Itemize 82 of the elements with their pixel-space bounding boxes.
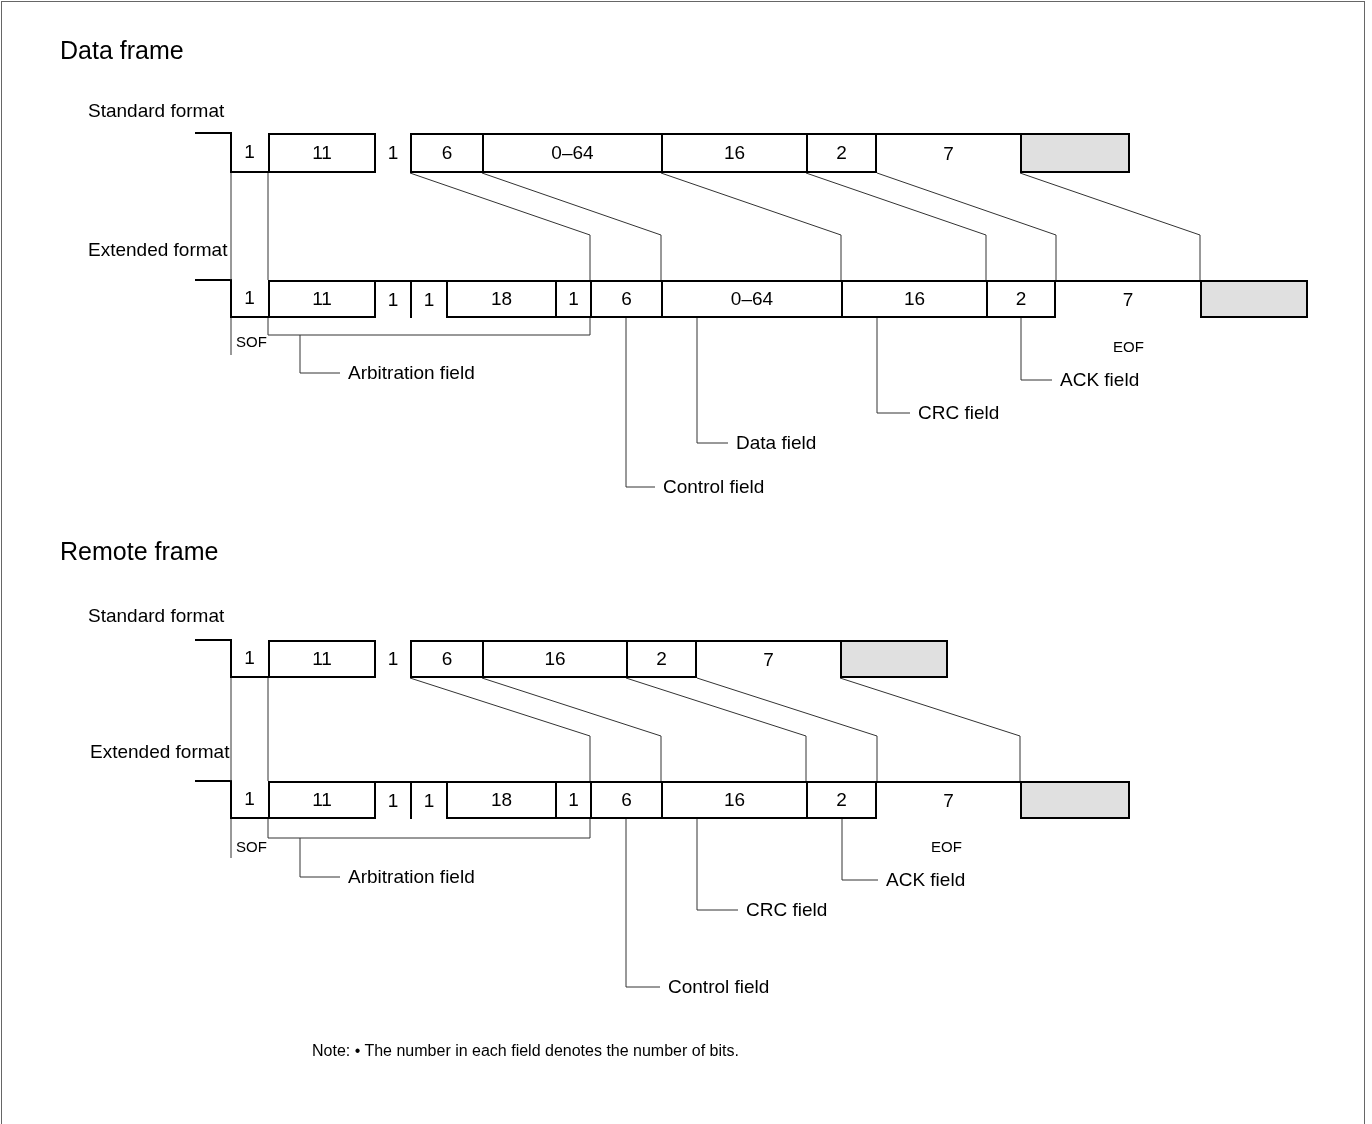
format-label: Extended format <box>90 741 230 763</box>
shaded-box <box>1200 280 1308 318</box>
mapping-line <box>230 677 232 782</box>
note-text: Note: • The number in each field denotes the number of bits. <box>312 1042 739 1060</box>
mapping-line <box>805 172 987 281</box>
bit-count-cell: 6 <box>410 640 482 678</box>
field-abbreviation: SOF <box>236 333 267 350</box>
leader-line <box>299 334 341 374</box>
leader-line <box>299 837 341 878</box>
bit-count-cell: 11 <box>268 133 376 173</box>
leader-line <box>625 317 656 488</box>
bit-count-cell: 1 <box>231 133 268 173</box>
bit-count-cell: 18 <box>446 781 555 819</box>
mapping-line <box>696 677 878 782</box>
bit-count-cell: 1 <box>410 781 446 819</box>
bit-count-cell: 16 <box>841 280 986 318</box>
bit-count-cell: 16 <box>661 781 806 819</box>
bit-count-cell: 1 <box>376 640 410 678</box>
mapping-line <box>839 677 1021 782</box>
bit-count-cell: 1 <box>231 640 268 678</box>
shaded-box <box>1020 133 1130 173</box>
leader-line <box>1020 317 1053 381</box>
field-label: ACK field <box>1052 368 1140 392</box>
mapping-line <box>409 172 591 281</box>
mapping-line <box>267 677 269 782</box>
field-abbreviation: EOF <box>1113 338 1144 355</box>
bit-count-cell: 1 <box>376 133 410 173</box>
bit-count-cell: 11 <box>268 640 376 678</box>
bit-count-cell: 2 <box>986 280 1056 318</box>
bit-count-cell: 1 <box>410 280 446 318</box>
bracket <box>267 818 591 839</box>
bit-count-cell: 1 <box>376 280 410 318</box>
field-abbreviation: EOF <box>931 838 962 855</box>
leader-line <box>841 818 879 881</box>
mapping-line <box>1019 172 1201 281</box>
leader-line <box>876 317 911 414</box>
mapping-line <box>481 172 662 281</box>
leader-line <box>696 317 729 444</box>
bit-count-cell: 16 <box>661 133 806 173</box>
bit-count-cell: 0–64 <box>661 280 841 318</box>
section-heading: Data frame <box>60 36 184 65</box>
format-label: Standard format <box>88 605 225 627</box>
bit-count-cell: 1 <box>555 781 590 819</box>
shaded-box <box>1020 781 1130 819</box>
mapping-line <box>409 677 591 782</box>
bit-count-cell: 1 <box>555 280 590 318</box>
bit-count-cell: 2 <box>626 640 697 678</box>
bit-count-cell: 11 <box>268 280 376 318</box>
mapping-line <box>625 677 807 782</box>
field-label: Control field <box>660 975 770 999</box>
format-label: Extended format <box>88 239 228 261</box>
bit-count-cell: 6 <box>590 280 661 318</box>
bit-count-cell: 2 <box>806 133 877 173</box>
mapping-line <box>230 172 232 281</box>
bit-count-cell: 1 <box>231 280 268 318</box>
mapping-line <box>481 677 662 782</box>
bit-count-cell: 1 <box>231 781 268 819</box>
bit-count-cell: 6 <box>590 781 661 819</box>
format-label: Standard format <box>88 100 225 122</box>
bracket <box>267 317 591 336</box>
bit-count-cell: 0–64 <box>482 133 661 173</box>
section-heading: Remote frame <box>60 537 219 566</box>
field-label: CRC field <box>738 898 828 922</box>
field-label: ACK field <box>878 868 966 892</box>
field-label: Control field <box>655 475 765 499</box>
mapping-line <box>660 172 842 281</box>
field-label: Arbitration field <box>340 361 475 385</box>
shaded-box <box>840 640 948 678</box>
mapping-line <box>267 172 269 281</box>
field-label: Arbitration field <box>340 865 475 889</box>
bit-count-cell: 1 <box>376 781 410 819</box>
field-abbreviation: SOF <box>236 838 267 855</box>
leader-line <box>625 818 661 988</box>
bit-count-cell: 6 <box>410 133 482 173</box>
bit-count-cell: 11 <box>268 781 376 819</box>
field-label: CRC field <box>910 401 1000 425</box>
bit-count-cell: 16 <box>482 640 626 678</box>
mapping-line <box>876 172 1057 281</box>
leader-line <box>696 818 739 911</box>
bit-count-cell: 18 <box>446 280 555 318</box>
field-label: Data field <box>728 431 817 455</box>
bit-count-cell: 2 <box>806 781 877 819</box>
